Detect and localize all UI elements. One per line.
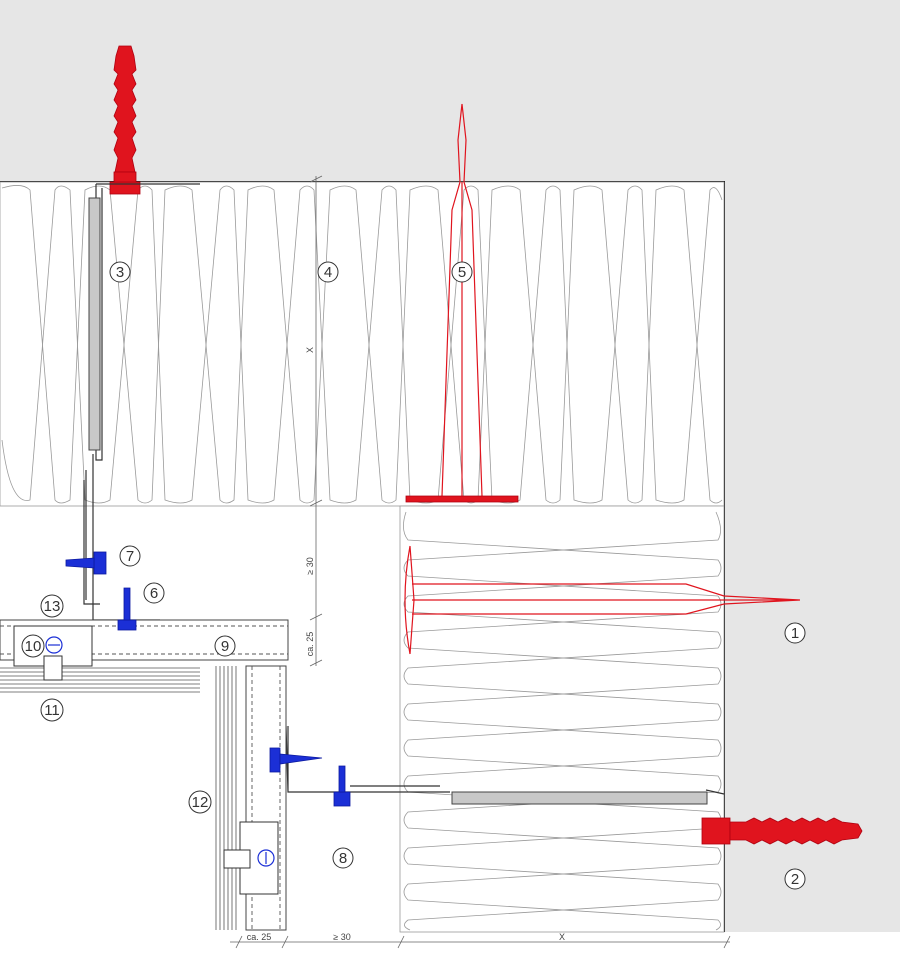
wall-anchor-right xyxy=(701,817,863,845)
callout-2: 2 xyxy=(784,868,806,890)
svg-text:11: 11 xyxy=(44,702,60,719)
dim-insulation-depth-bottom: X xyxy=(559,932,565,942)
insulation-top xyxy=(0,181,725,507)
callout-12: 12 xyxy=(188,790,212,814)
callout-13: 13 xyxy=(40,594,64,618)
rivet-12 xyxy=(257,849,275,867)
dim-cladding-top: ca. 25 xyxy=(305,632,315,657)
dim-gap-top: ≥ 30 xyxy=(305,557,315,574)
svg-text:13: 13 xyxy=(44,598,61,615)
dim-insulation-depth: X xyxy=(305,347,315,353)
svg-text:5: 5 xyxy=(458,264,466,281)
svg-text:2: 2 xyxy=(791,871,799,888)
dim-gap-bottom: ≥ 30 xyxy=(333,932,350,942)
bolt-12 xyxy=(223,849,251,869)
svg-text:10: 10 xyxy=(25,638,42,655)
screw-bracket-7 xyxy=(65,551,107,575)
callout-8: 8 xyxy=(332,847,354,869)
cladding-rail-vertical xyxy=(215,665,287,931)
cladding-rail-horizontal xyxy=(0,619,289,693)
screw-bracket-8b xyxy=(333,765,351,807)
screw-bracket-8a xyxy=(269,747,323,773)
dimension-lines xyxy=(230,175,731,949)
svg-text:4: 4 xyxy=(324,264,332,281)
callout-6: 6 xyxy=(143,582,165,604)
insulation-pin-right xyxy=(404,545,801,655)
svg-text:12: 12 xyxy=(192,794,209,811)
svg-text:7: 7 xyxy=(126,548,134,565)
bolt-11 xyxy=(43,655,63,681)
svg-text:6: 6 xyxy=(150,585,158,602)
insulation-right xyxy=(399,505,725,933)
svg-text:8: 8 xyxy=(339,850,347,867)
callout-10: 10 xyxy=(21,634,45,658)
svg-text:3: 3 xyxy=(116,264,124,281)
callout-9: 9 xyxy=(214,635,236,657)
svg-text:9: 9 xyxy=(221,638,229,655)
callout-7: 7 xyxy=(119,545,141,567)
wall-anchor-top xyxy=(109,45,141,195)
callout-3: 3 xyxy=(109,261,131,283)
callout-1: 1 xyxy=(784,622,806,644)
svg-text:1: 1 xyxy=(791,625,799,642)
rivet-10 xyxy=(45,636,63,654)
callout-4: 4 xyxy=(317,261,339,283)
callout-11: 11 xyxy=(40,698,64,722)
screw-bracket-6 xyxy=(117,587,137,631)
callout-5: 5 xyxy=(451,261,473,283)
dim-cladding-bottom: ca. 25 xyxy=(247,932,272,942)
insulation-pin-top xyxy=(405,103,519,503)
